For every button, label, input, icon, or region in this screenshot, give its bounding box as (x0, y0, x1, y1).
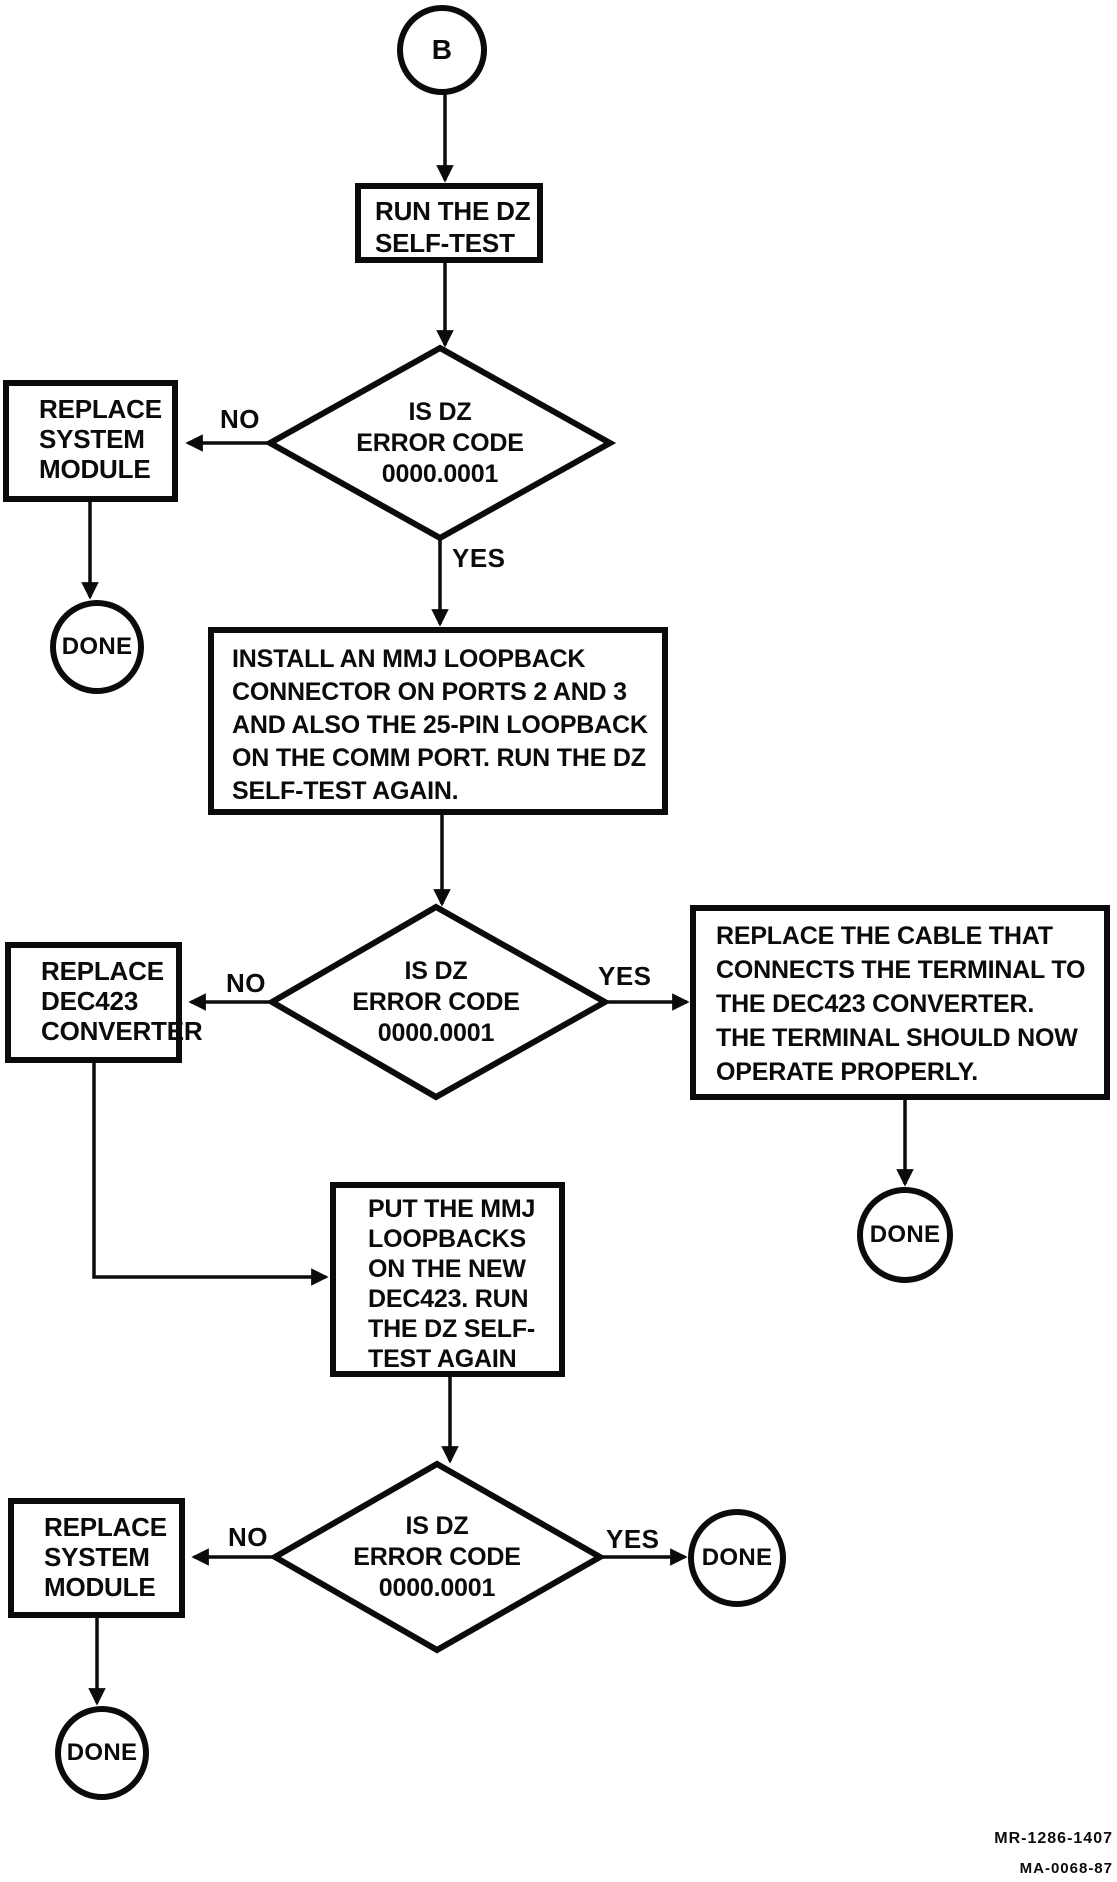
process-replace-system-module-2: REPLACE SYSTEM MODULE (8, 1498, 185, 1618)
process-replace-dec423-converter: REPLACE DEC423 CONVERTER (5, 942, 203, 1063)
terminator-done-2: DONE (857, 1187, 953, 1283)
edge-label-no-1: NO (220, 404, 260, 434)
edge-label-yes-3: YES (606, 1524, 660, 1554)
figure-code-ma: MA-0068-87 (1019, 1860, 1113, 1877)
decision-3-label: IS DZ ERROR CODE 0000.0001 (353, 1512, 521, 1602)
figure-code-mr: MR-1286-1407 (994, 1830, 1113, 1847)
decision-1-diamond-outline (263, 344, 617, 542)
decision-2-diamond-outline (266, 903, 612, 1101)
process-run-dz-self-test: RUN THE DZ SELF-TEST (355, 183, 543, 263)
process-install-mmj-loopback: INSTALL AN MMJ LOOPBACK CONNECTOR ON POR… (208, 627, 668, 815)
process-put-mmj-loopbacks: PUT THE MMJ LOOPBACKS ON THE NEW DEC423.… (330, 1182, 565, 1377)
decision-2-label: IS DZ ERROR CODE 0000.0001 (352, 957, 520, 1047)
decision-1-label: IS DZ ERROR CODE 0000.0001 (356, 398, 524, 488)
connector-b: B (397, 5, 487, 95)
terminator-done-1: DONE (50, 600, 144, 694)
edge-label-yes-1: YES (452, 543, 506, 573)
terminator-done-4: DONE (55, 1706, 149, 1800)
process-replace-system-module-1: REPLACE SYSTEM MODULE (3, 380, 178, 502)
edge-label-yes-2: YES (598, 961, 652, 991)
edge-replace-dec423-to-put-loopbacks (92, 1063, 329, 1286)
edge-label-no-2: NO (226, 968, 266, 998)
decision-3-diamond-outline (268, 1460, 607, 1654)
edge-label-no-3: NO (228, 1522, 268, 1552)
terminator-done-3: DONE (688, 1509, 786, 1607)
process-replace-cable: REPLACE THE CABLE THAT CONNECTS THE TERM… (690, 905, 1110, 1100)
